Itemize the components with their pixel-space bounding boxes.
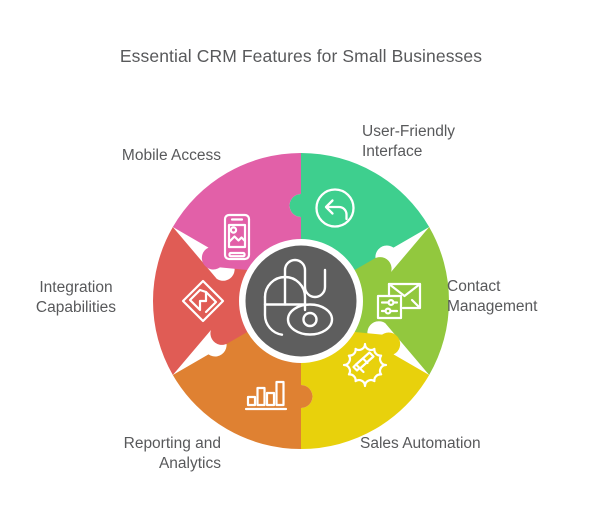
page-title: Essential CRM Features for Small Busines… — [119, 46, 483, 66]
segment-integration-capabilities[interactable] — [153, 227, 248, 375]
smartphone-image-icon — [223, 213, 251, 261]
gear-megaphone-icon — [342, 342, 388, 388]
label-line: Sales Automation — [360, 435, 481, 452]
label-line: User-Friendly — [362, 123, 456, 140]
puzzle-wheel — [153, 153, 449, 449]
segment-contact-management[interactable] — [354, 227, 449, 375]
segment-mobile-access[interactable] — [172, 153, 301, 270]
segment-reporting-and-analytics[interactable] — [172, 332, 313, 449]
mouse-eye-icon — [263, 258, 334, 336]
label-line: Interface — [362, 143, 423, 160]
center-hub[interactable] — [245, 245, 357, 357]
label-line: Management — [447, 298, 538, 315]
bar-chart-icon — [244, 380, 288, 411]
undo-arrow-circle-icon — [315, 188, 355, 228]
label-line: Mobile Access — [121, 147, 221, 164]
label-integration-capabilities: Integration Capabilities — [5, 278, 147, 318]
label-line: Analytics — [158, 455, 221, 472]
interlocking-diamond-icon — [181, 279, 225, 323]
envelope-settings-icon — [376, 282, 422, 320]
segment-user-friendly-interface[interactable] — [289, 153, 430, 270]
label-line: Reporting and — [123, 435, 221, 452]
label-sales-automation: Sales Automation — [360, 434, 560, 454]
label-line: Contact — [447, 278, 501, 295]
label-reporting-and-analytics: Reporting and Analytics — [30, 434, 221, 474]
label-line: Integration — [39, 279, 113, 296]
label-mobile-access: Mobile Access — [30, 146, 221, 166]
label-line: Capabilities — [35, 299, 117, 316]
segment-sales-automation[interactable] — [301, 332, 430, 449]
puzzle-wheel-svg — [153, 153, 449, 449]
label-contact-management: Contact Management — [447, 277, 597, 317]
label-user-friendly-interface: User-Friendly Interface — [362, 122, 512, 162]
